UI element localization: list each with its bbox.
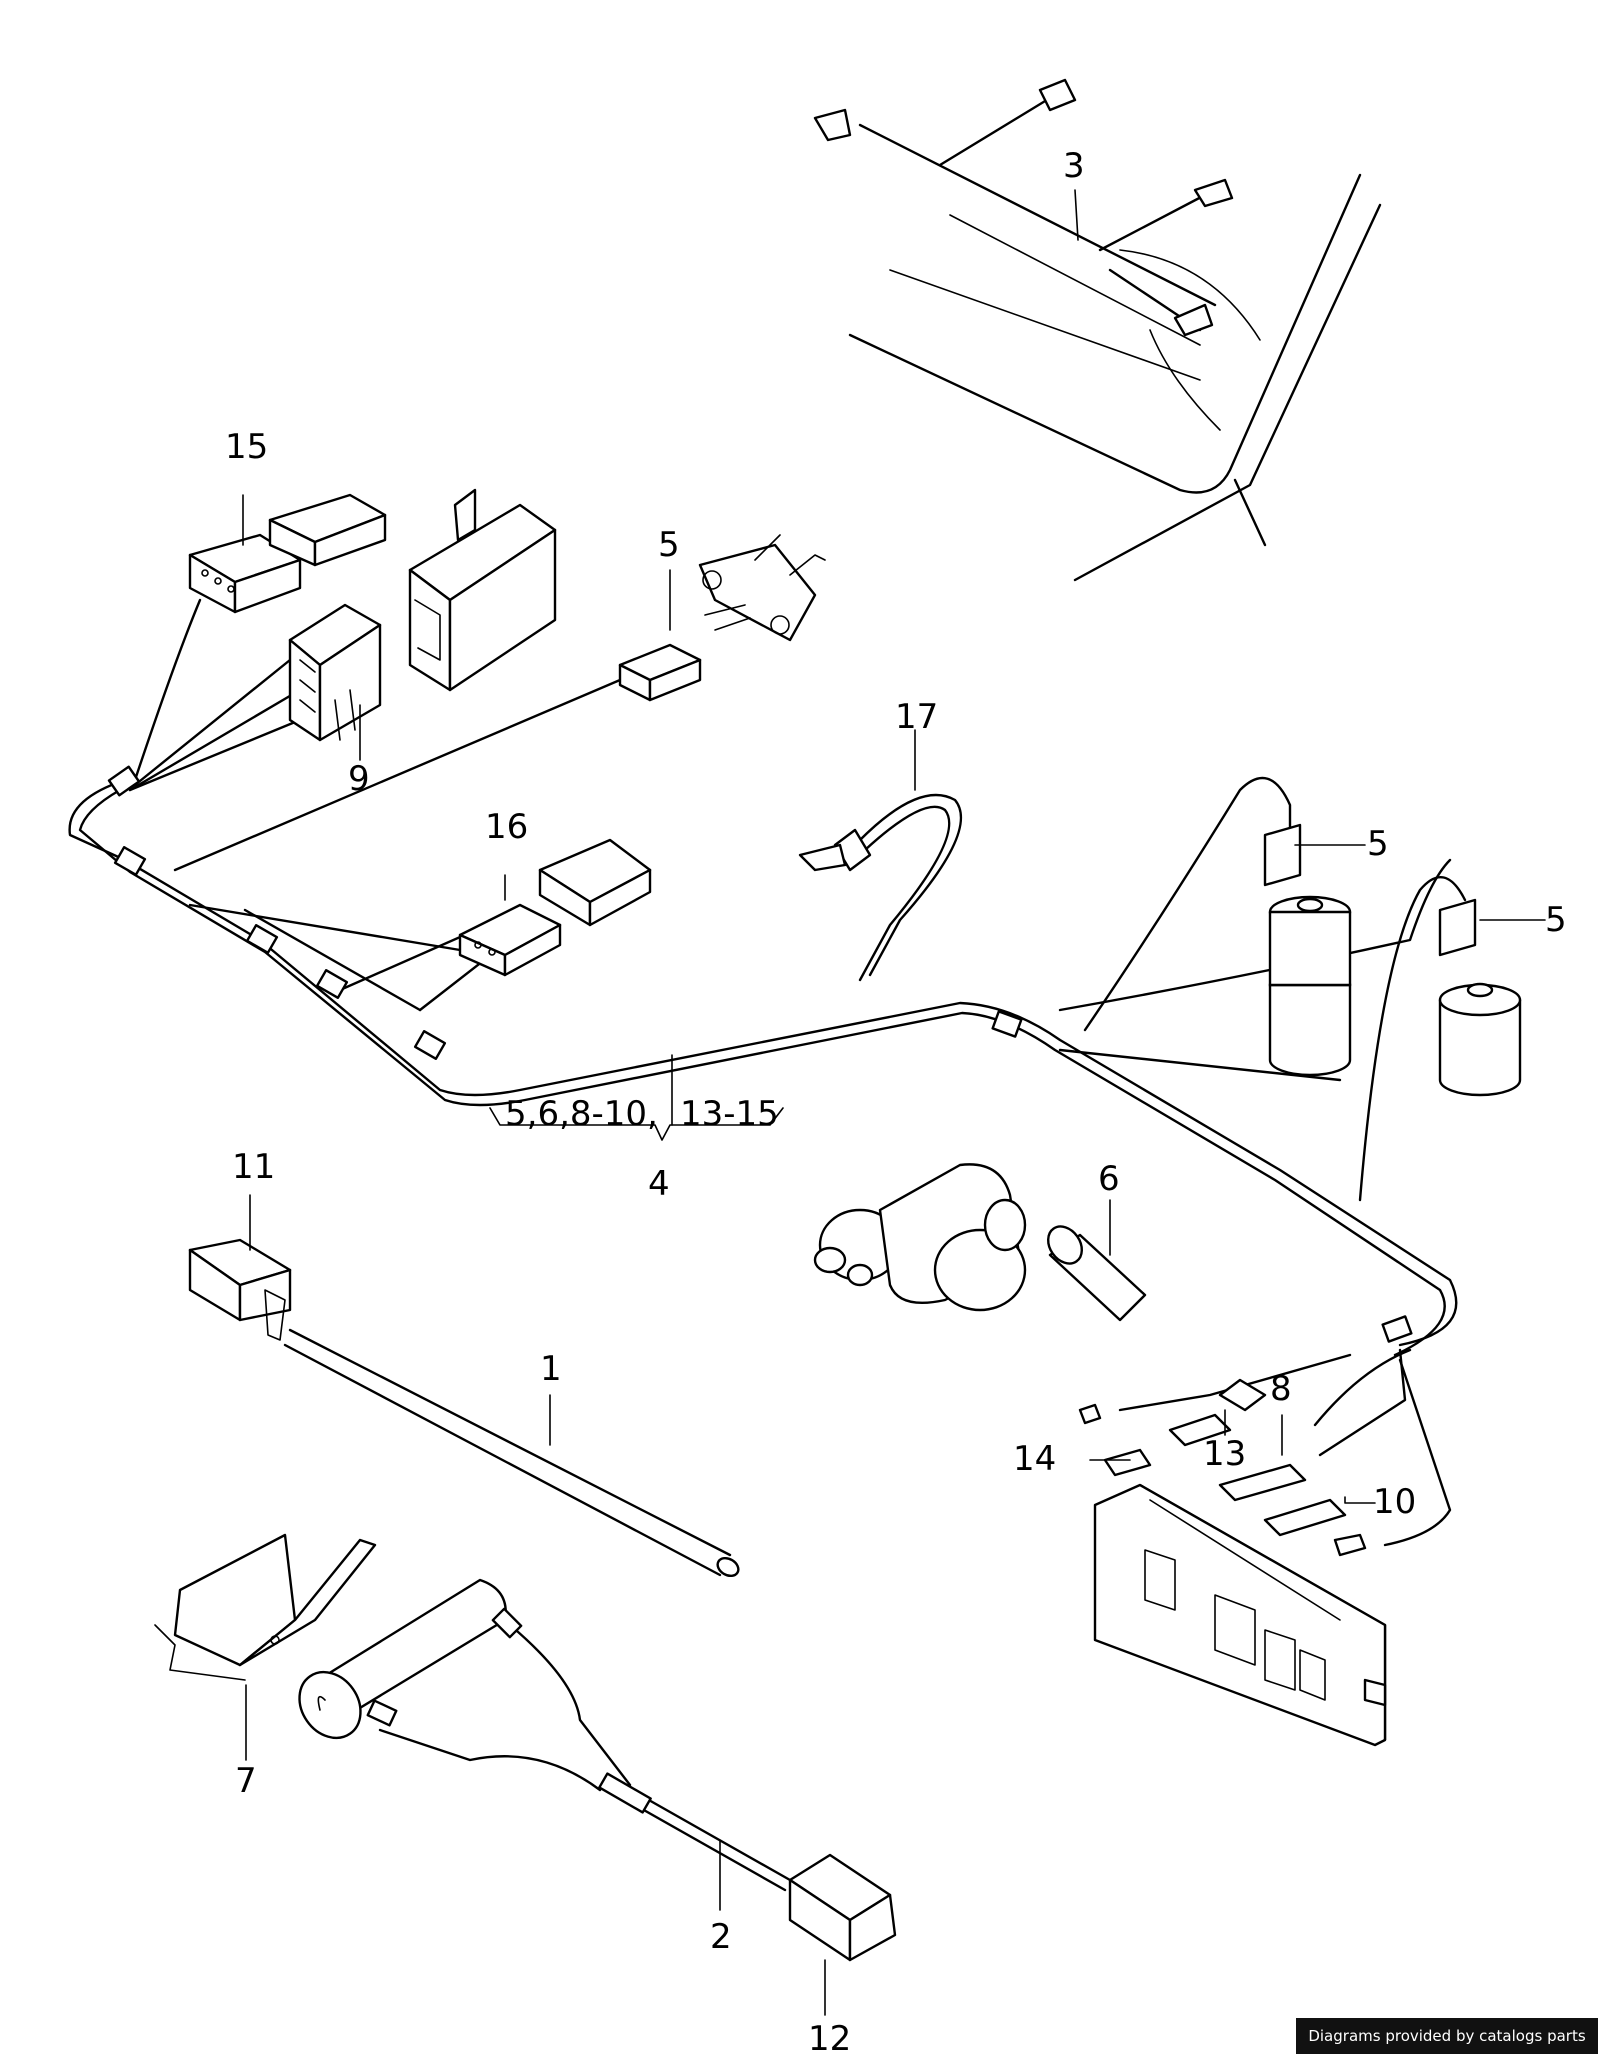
callout-3: 3 xyxy=(1063,146,1085,186)
solenoid-valve-right xyxy=(1438,898,1522,1097)
callout-4: 4 xyxy=(648,1164,670,1204)
callout-5-right: 5 xyxy=(1545,900,1567,940)
cable-part-2 xyxy=(298,1578,792,1892)
callout-5-mid: 5 xyxy=(1367,824,1389,864)
leader-lines xyxy=(242,189,1546,2016)
connector-part-11 xyxy=(188,1238,292,1341)
callout-5-top: 5 xyxy=(658,525,680,565)
bracket-part-7 xyxy=(154,1533,377,1681)
group-label-left: 5,6,8-10, xyxy=(505,1094,658,1134)
callout-8: 8 xyxy=(1270,1369,1292,1409)
motor-assembly xyxy=(813,1163,1027,1312)
cable-part-1 xyxy=(283,1328,740,1578)
callout-12: 12 xyxy=(808,2019,851,2054)
control-unit-box xyxy=(408,488,557,692)
callout-numbers: 3 15 5 9 17 16 5 5 5,6,8-10, 13-15 4 6 1… xyxy=(225,146,1567,2054)
callout-16: 16 xyxy=(485,807,528,847)
car-body-panel xyxy=(848,173,1382,582)
callout-14: 14 xyxy=(1013,1439,1056,1479)
callout-7: 7 xyxy=(235,1761,257,1801)
solenoid-valve-left xyxy=(1263,823,1352,1077)
callout-10: 10 xyxy=(1373,1482,1416,1522)
callout-2: 2 xyxy=(710,1917,732,1957)
callout-6: 6 xyxy=(1098,1159,1120,1199)
callout-11: 11 xyxy=(232,1147,275,1187)
connector-part-16 xyxy=(458,838,652,977)
connector-part-15 xyxy=(188,493,387,614)
callout-15: 15 xyxy=(225,427,268,467)
callout-13: 13 xyxy=(1203,1434,1246,1474)
sensor-part-17 xyxy=(798,793,963,982)
relay-panel xyxy=(1093,1483,1387,1747)
callout-17: 17 xyxy=(895,697,938,737)
wire-connectors-part-8-10-13-14 xyxy=(1078,1378,1367,1557)
footer-credit: Diagrams provided by catalogs parts xyxy=(1296,2018,1598,2054)
callout-1: 1 xyxy=(540,1349,562,1389)
connector-part-5-top xyxy=(618,643,702,702)
harness-part-3 xyxy=(813,78,1234,337)
callout-9: 9 xyxy=(348,759,370,799)
group-label-right: 13-15 xyxy=(680,1094,779,1134)
connector-part-12 xyxy=(788,1853,897,1962)
relay-block-part-9 xyxy=(288,603,382,742)
switch-component xyxy=(698,534,826,642)
connector-part-6 xyxy=(1046,1225,1147,1322)
